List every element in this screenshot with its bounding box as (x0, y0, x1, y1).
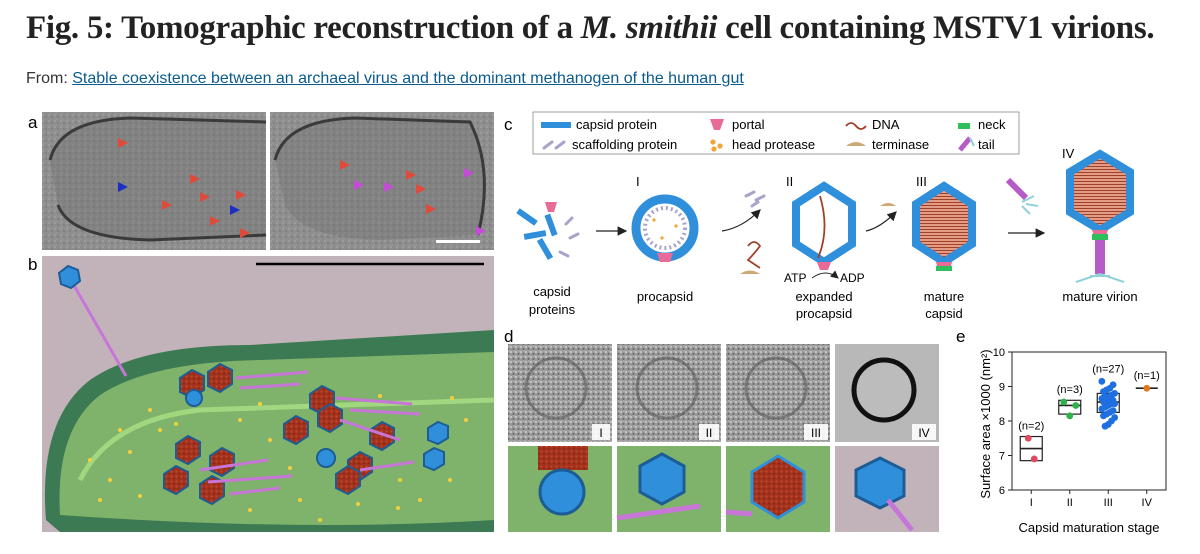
panel-label-c: c (504, 115, 513, 134)
label-mature-virion: mature virion (1062, 289, 1137, 304)
crop-tag-III: III (811, 426, 821, 440)
legend-scaffold: scaffolding protein (572, 137, 677, 152)
tomogram-slice-right (270, 112, 494, 250)
label-atp: ATP (784, 271, 806, 285)
crop-tag-II: II (706, 426, 713, 440)
y-tick-label: 8 (999, 416, 1005, 428)
stage-expanded-procapsid: II ATP ADP expanded procapsid (784, 174, 865, 321)
source-article-link[interactable]: Stable coexistence between an archaeal v… (72, 70, 744, 87)
capsid-protein-swatch (541, 122, 571, 128)
virion-marker-blue (118, 182, 128, 192)
protein-particles (88, 394, 468, 522)
model-crop-IV (835, 446, 939, 532)
legend-tail: tail (978, 137, 995, 152)
panel-label-e: e (956, 327, 965, 346)
data-point-III (1100, 398, 1107, 406)
count-label-II: (n=3) (1057, 384, 1083, 396)
y-tick-label: 10 (993, 347, 1005, 359)
legend-terminase: terminase (872, 137, 929, 152)
data-point-IV (1143, 384, 1151, 392)
tail-filaments (199, 370, 421, 496)
virion-marker-red (118, 138, 128, 148)
count-label-IV: (n=1) (1134, 370, 1160, 382)
panel-b (42, 256, 495, 532)
data-point-I (1030, 455, 1038, 463)
data-point-III (1098, 377, 1106, 385)
panel-c: capsid protein scaffolding protein porta… (516, 111, 1138, 321)
source-line: From: Stable coexistence between an arch… (26, 70, 744, 88)
x-tick-label: IV (1142, 497, 1153, 509)
label-procapsid: procapsid (637, 289, 693, 304)
y-tick-label: 7 (999, 451, 1005, 463)
data-point-III (1100, 412, 1107, 420)
y-axis-label: Surface area ×1000 (nm²) (978, 349, 993, 498)
count-label-III: (n=27) (1092, 363, 1124, 375)
title-suffix: cell containing MSTV1 virions. (717, 10, 1155, 46)
legend-neck: neck (978, 117, 1006, 132)
label-capsid-proteins-2: proteins (529, 302, 576, 317)
stage-procapsid: I procapsid (631, 174, 699, 304)
neck-swatch (958, 123, 970, 129)
data-point-III (1101, 422, 1109, 430)
x-axis-label: Capsid maturation stage (1019, 520, 1160, 535)
count-label-I: (n=2) (1018, 420, 1044, 432)
label-mature-2: capsid (925, 306, 963, 321)
data-point-III (1100, 388, 1107, 396)
model-crop-III (725, 446, 830, 532)
data-point-I (1024, 434, 1032, 442)
legend-capsid: capsid protein (576, 117, 657, 132)
title-prefix: Fig. 5: Tomographic reconstruction of a (26, 10, 581, 46)
stage-label-I: I (636, 174, 640, 189)
stage-capsid-proteins: capsid proteins (516, 202, 580, 317)
label-expanded-2: procapsid (796, 306, 852, 321)
label-expanded-1: expanded (795, 289, 852, 304)
label-mature-1: mature (924, 289, 964, 304)
plot-frame (1011, 351, 1167, 491)
tomogram-crop-II: II (617, 344, 721, 442)
legend-portal: portal (732, 117, 765, 132)
x-tick-label: II (1067, 497, 1073, 509)
tomogram-crop-III: III (726, 344, 830, 442)
crop-tag-I: I (599, 426, 602, 440)
data-point-II (1066, 412, 1074, 420)
legend-box (532, 111, 1020, 155)
panel-label-d: d (504, 327, 513, 346)
x-tick-label: III (1104, 497, 1113, 509)
panel-label-b: b (28, 255, 37, 274)
stage-label-IV: IV (1062, 146, 1075, 161)
panel-a (42, 112, 494, 250)
stage-label-II: II (786, 174, 793, 189)
tomogram-crop-I: I (508, 344, 612, 442)
panel-label-a: a (28, 113, 38, 132)
label-adp: ADP (840, 271, 865, 285)
scale-bar (436, 240, 480, 243)
stage-mature-capsid: III mature capsid (912, 174, 976, 321)
x-tick-label: I (1030, 497, 1033, 509)
data-point-II (1060, 398, 1068, 406)
panel-d: I II III IV (508, 344, 939, 532)
stage-label-III: III (916, 174, 927, 189)
legend-protease: head protease (732, 137, 815, 152)
model-crop-I (508, 446, 612, 532)
tomogram-crop-IV: IV (835, 344, 939, 442)
y-tick-label: 9 (999, 382, 1005, 394)
figure-title: Fig. 5: Tomographic reconstruction of a … (26, 10, 1186, 47)
crop-tag-IV: IV (918, 426, 929, 440)
data-point-III (1098, 405, 1106, 413)
data-point-II (1072, 402, 1080, 409)
title-species: M. smithii (580, 10, 718, 46)
stage-mature-virion: IV mature virion (1062, 146, 1138, 304)
legend-dna: DNA (872, 117, 900, 132)
virion-marker-magenta (354, 180, 364, 190)
label-capsid-proteins-1: capsid (533, 284, 571, 299)
model-crop-II (616, 446, 721, 532)
from-label: From: (26, 70, 73, 87)
y-tick-label: 6 (999, 485, 1005, 497)
portal-swatch (710, 119, 724, 130)
panel-e-chart: Surface area ×1000 (nm²) Capsid maturati… (978, 347, 1167, 535)
